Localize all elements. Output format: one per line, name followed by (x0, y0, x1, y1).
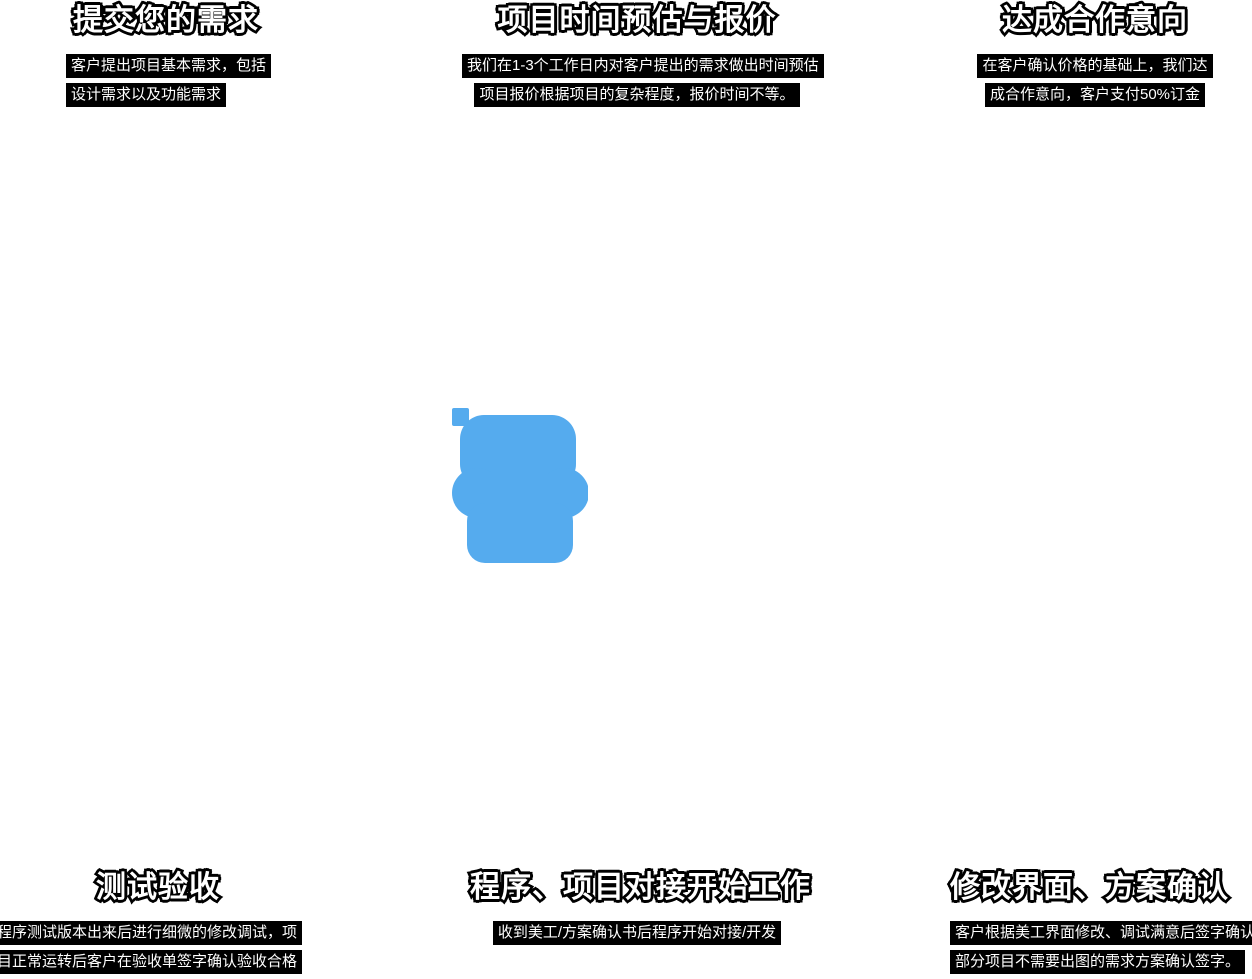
step-desc-line: 部分项目不需要出图的需求方案确认签字。 (950, 950, 1246, 974)
step-title: 项目时间预估与报价 (495, 2, 778, 40)
step-description: 客户提出项目基本需求，包括 设计需求以及功能需求 (66, 54, 272, 107)
step-title: 修改界面、方案确认 (948, 869, 1231, 907)
step-desc-line: 我们在1-3个工作日内对客户提出的需求做出时间预估 (462, 54, 824, 78)
step-time-estimate-quote: 项目时间预估与报价 我们在1-3个工作日内对客户提出的需求做出时间预估 项目报价… (462, 2, 824, 112)
step-development-start: 程序、项目对接开始工作 收到美工/方案确认书后程序开始对接/开发 (468, 869, 813, 950)
handshake-icon (452, 408, 589, 565)
step-desc-line: 客户根据美工界面修改、调试满意后签字确认 (950, 921, 1252, 945)
step-description: 在客户确认价格的基础上，我们达 成合作意向，客户支付50%订金 (975, 54, 1215, 107)
step-description: 程序测试版本出来后进行细微的修改调试，项 目正常运转后客户在验收单签字确认验收合… (0, 921, 303, 974)
step-desc-line: 程序测试版本出来后进行细微的修改调试，项 (0, 921, 303, 945)
step-desc-line: 客户提出项目基本需求，包括 (66, 54, 272, 78)
step-desc-line: 成合作意向，客户支付50%订金 (984, 83, 1206, 107)
step-description: 收到美工/方案确认书后程序开始对接/开发 (470, 921, 804, 945)
step-testing-acceptance: 测试验收 程序测试版本出来后进行细微的修改调试，项 目正常运转后客户在验收单签字… (0, 869, 303, 979)
step-submit-requirements: 提交您的需求 客户提出项目基本需求，包括 设计需求以及功能需求 (66, 2, 272, 112)
step-desc-line: 收到美工/方案确认书后程序开始对接/开发 (492, 921, 782, 945)
step-description: 客户根据美工界面修改、调试满意后签字确认 部分项目不需要出图的需求方案确认签字。 (950, 921, 1252, 974)
step-cooperation-agreement: 达成合作意向 在客户确认价格的基础上，我们达 成合作意向，客户支付50%订金 (975, 2, 1215, 112)
step-title: 程序、项目对接开始工作 (468, 869, 813, 907)
step-desc-line: 项目报价根据项目的复杂程度，报价时间不等。 (474, 83, 800, 107)
step-desc-line: 在客户确认价格的基础上，我们达 (977, 54, 1213, 78)
step-desc-line: 设计需求以及功能需求 (66, 83, 227, 107)
step-title: 测试验收 (94, 869, 222, 907)
step-title: 提交您的需求 (71, 2, 261, 40)
step-description: 我们在1-3个工作日内对客户提出的需求做出时间预估 项目报价根据项目的复杂程度，… (462, 54, 824, 107)
step-ui-revision-confirmation: 修改界面、方案确认 客户根据美工界面修改、调试满意后签字确认 部分项目不需要出图… (948, 869, 1252, 979)
step-title: 达成合作意向 (1000, 2, 1190, 40)
step-desc-line: 目正常运转后客户在验收单签字确认验收合格 (0, 950, 303, 974)
